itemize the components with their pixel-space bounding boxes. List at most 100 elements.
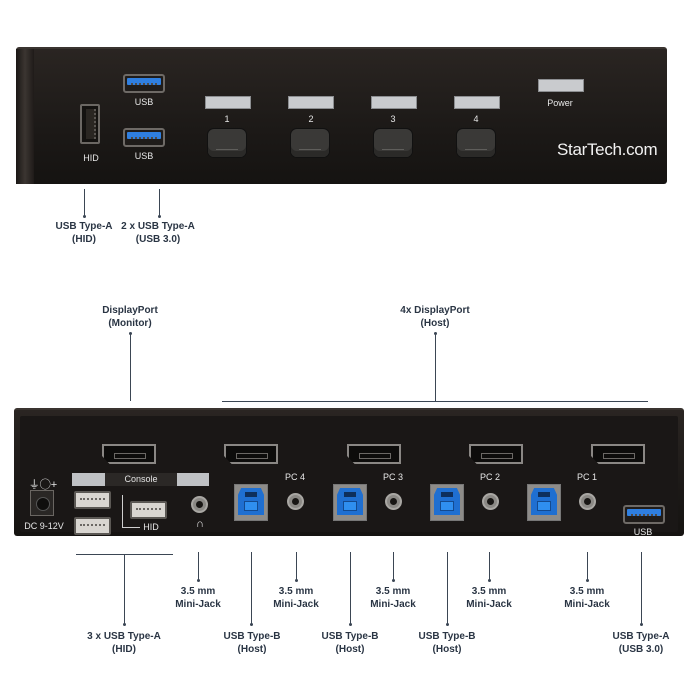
port-1-led [205,96,251,109]
callout-line-usbb-4 [251,552,252,624]
pc2-displayport[interactable] [469,444,523,464]
callout-line1: 3.5 mm [471,586,507,597]
front-hid-label: HID [83,153,99,163]
console-displayport[interactable] [102,444,156,464]
callout-line2: (USB 3.0) [618,644,664,655]
callout-line1: 3.5 mm [569,586,605,597]
console-usb-port-1[interactable] [74,491,111,509]
pc4-audio-jack[interactable] [287,493,304,510]
callout-line-jack-4 [296,552,297,580]
callout-line1: USB Type-A [55,221,113,232]
callout-line1: 4x DisplayPort [400,305,470,316]
callout-line2: (HID) [72,234,96,245]
callout-line-dp-host [435,333,436,401]
power-label: Power [547,98,573,108]
pc3-audio-jack[interactable] [385,493,402,510]
callout-dot [250,623,253,626]
pc1-usb-b-port[interactable] [527,484,561,521]
callout-jack-2: 3.5 mm Mini-Jack [466,585,512,611]
callout-line1: 3 x USB Type-A [87,631,161,642]
callout-line-jack-1 [587,552,588,580]
pc4-usb-b-port[interactable] [234,484,268,521]
pc1-label: PC 1 [576,472,598,482]
callout-line2: (HID) [112,644,136,655]
callout-dot [197,579,200,582]
callout-dp-monitor: DisplayPort (Monitor) [102,304,158,330]
callout-line1: DisplayPort [102,305,158,316]
callout-line2: (Host) [420,318,450,329]
callout-dot [446,623,449,626]
callout-line-dp-monitor [130,333,131,401]
front-usb3-port-bottom[interactable] [123,128,165,147]
front-usb-bottom-label: USB [134,151,154,161]
callout-line1: USB Type-B [418,631,476,642]
callout-bracket-dp-host [222,401,648,402]
callout-usbb-2: USB Type-B (Host) [418,630,475,656]
callout-line1: 2 x USB Type-A [121,221,195,232]
callout-dp-host: 4x DisplayPort (Host) [400,304,469,330]
port-2-select-button[interactable] [291,129,329,157]
pc2-audio-jack[interactable] [482,493,499,510]
callout-dot [488,579,491,582]
port-3-led [371,96,417,109]
callout-line2: (Host) [237,644,267,655]
callout-line1: USB Type-A [612,631,670,642]
console-usb-hid-port[interactable] [130,501,167,519]
callout-front-usb: 2 x USB Type-A (USB 3.0) [121,220,195,246]
callout-jack-console: 3.5 mm Mini-Jack [175,585,221,611]
console-label-bar: Console [72,473,209,486]
callout-dot [158,215,161,218]
front-panel-edge [16,49,34,184]
pc3-usb-b-port[interactable] [333,484,367,521]
callout-line2: Mini-Jack [370,599,416,610]
callout-jack-3: 3.5 mm Mini-Jack [370,585,416,611]
callout-dot [586,579,589,582]
port-4-led [454,96,500,109]
callout-usbb-4: USB Type-B (Host) [223,630,280,656]
hid-bracket-line [122,527,140,528]
port-4-number: 4 [473,114,479,124]
callout-line2: (Host) [335,644,365,655]
pc4-displayport[interactable] [224,444,278,464]
rear-usb3-port[interactable] [623,505,665,524]
pc3-displayport[interactable] [347,444,401,464]
headphone-icon: ∩ [196,518,204,530]
callout-line-front-hid [84,189,85,216]
callout-dot [123,623,126,626]
callout-line-usb3 [641,552,642,624]
callout-dot [640,623,643,626]
power-led [538,79,584,92]
callout-line2: (Host) [432,644,462,655]
callout-line2: Mini-Jack [466,599,512,610]
hid-label: HID [143,522,159,532]
port-1-select-button[interactable] [208,129,246,157]
front-usb-top-label: USB [134,97,154,107]
console-audio-jack[interactable] [191,496,208,513]
port-4-select-button[interactable] [457,129,495,157]
callout-dot [349,623,352,626]
callout-line-usbb-2 [447,552,448,624]
callout-line2: Mini-Jack [175,599,221,610]
port-3-select-button[interactable] [374,129,412,157]
callout-jack-1: 3.5 mm Mini-Jack [564,585,610,611]
callout-line1: 3.5 mm [375,586,411,597]
callout-usb3: USB Type-A (USB 3.0) [612,630,669,656]
callout-usbb-3: USB Type-B (Host) [321,630,378,656]
callout-hid-usb: 3 x USB Type-A (HID) [87,630,161,656]
front-usb3-port-top[interactable] [123,74,165,93]
dc-power-jack[interactable] [30,490,54,516]
console-usb-port-2[interactable] [74,517,111,535]
port-2-number: 2 [308,114,314,124]
pc1-audio-jack[interactable] [579,493,596,510]
front-hid-usb-port[interactable] [80,104,100,144]
callout-line1: 3.5 mm [180,586,216,597]
callout-line1: USB Type-B [223,631,281,642]
pc1-displayport[interactable] [591,444,645,464]
console-label: Console [105,473,177,486]
pc2-usb-b-port[interactable] [430,484,464,521]
callout-line-usbb-3 [350,552,351,624]
callout-jack-4: 3.5 mm Mini-Jack [273,585,319,611]
pc3-label: PC 3 [382,472,404,482]
hid-bracket-line [122,495,123,527]
rear-usb-label: USB [633,527,653,537]
